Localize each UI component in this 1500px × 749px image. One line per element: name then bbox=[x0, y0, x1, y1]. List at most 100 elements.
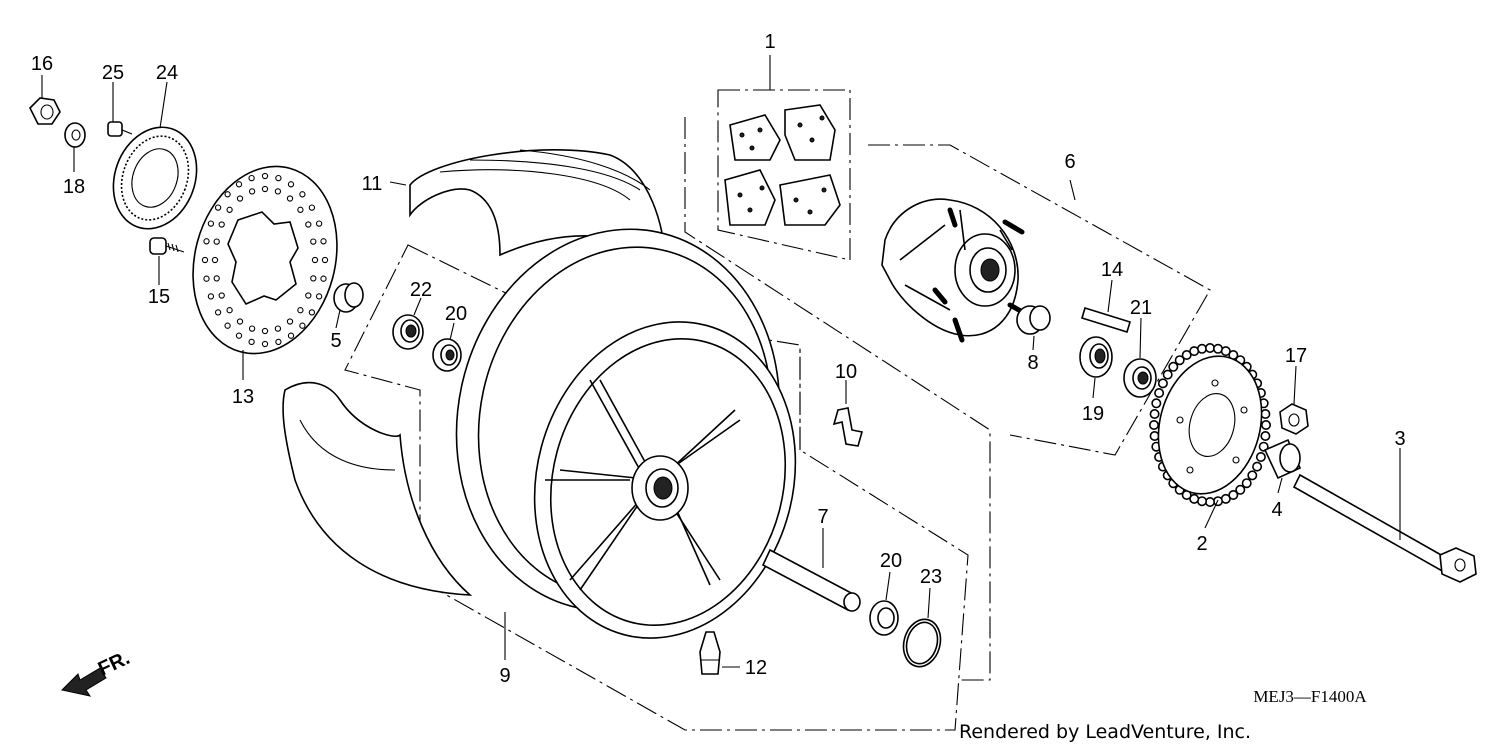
disc-hole bbox=[305, 292, 312, 299]
sprocket-tooth bbox=[1174, 355, 1185, 366]
sprocket-tooth bbox=[1205, 496, 1216, 507]
callout-1[interactable]: 1 bbox=[764, 31, 775, 53]
callout-21[interactable]: 21 bbox=[1130, 297, 1152, 319]
callout-7[interactable]: 7 bbox=[817, 506, 828, 528]
disc-hole bbox=[315, 293, 323, 300]
disc-hole bbox=[207, 220, 215, 227]
callout-2[interactable]: 2 bbox=[1196, 533, 1207, 555]
callout-12[interactable]: 12 bbox=[745, 657, 767, 679]
part-21-bearing[interactable] bbox=[1123, 358, 1157, 398]
part-16-nut[interactable] bbox=[29, 97, 61, 125]
sprocket-tooth bbox=[1241, 478, 1252, 489]
flange-stud bbox=[932, 287, 948, 305]
part-20-bearing-lower[interactable] bbox=[869, 600, 899, 636]
callout-15[interactable]: 15 bbox=[148, 286, 170, 308]
part-10-clip[interactable] bbox=[832, 407, 864, 447]
disc-hole bbox=[248, 174, 255, 182]
sprocket-tooth bbox=[1168, 361, 1179, 372]
callout-25[interactable]: 25 bbox=[102, 62, 124, 84]
part-13-brake-disc[interactable] bbox=[173, 150, 357, 370]
disc-hole bbox=[214, 309, 222, 316]
damper-texture-dot bbox=[807, 209, 813, 215]
disc-hole bbox=[275, 338, 282, 346]
callout-10[interactable]: 10 bbox=[835, 361, 857, 383]
damper-texture-dot bbox=[821, 187, 827, 193]
damper-texture-dot bbox=[749, 145, 755, 151]
callout-3[interactable]: 3 bbox=[1394, 428, 1405, 450]
sprocket-tooth bbox=[1205, 342, 1216, 353]
sprocket-tooth bbox=[1151, 398, 1162, 409]
disc-hole bbox=[310, 238, 317, 245]
callout-18[interactable]: 18 bbox=[63, 176, 85, 198]
flange-stud bbox=[947, 207, 958, 228]
part-15-bolt[interactable] bbox=[149, 237, 185, 255]
callout-5[interactable]: 5 bbox=[330, 330, 341, 352]
part-1-damper-rubbers[interactable] bbox=[724, 104, 841, 226]
part-23-o-ring[interactable] bbox=[898, 615, 945, 671]
callout-16[interactable]: 16 bbox=[31, 53, 53, 75]
part-7-axle-collar[interactable] bbox=[761, 548, 861, 612]
sprocket-tooth bbox=[1255, 451, 1266, 462]
part-18-washer[interactable] bbox=[64, 122, 86, 148]
damper-texture-dot bbox=[739, 132, 745, 138]
disc-hole bbox=[218, 221, 225, 228]
damper-texture-dot bbox=[809, 137, 815, 143]
callout-14[interactable]: 14 bbox=[1101, 259, 1123, 281]
part-4-collar[interactable] bbox=[1263, 438, 1302, 480]
part-20-bearing-upper[interactable] bbox=[432, 338, 462, 372]
disc-hole bbox=[235, 181, 243, 188]
callout-11[interactable]: 11 bbox=[362, 173, 383, 195]
callout-24[interactable]: 24 bbox=[156, 62, 178, 84]
callout-20-lower[interactable]: 20 bbox=[880, 550, 902, 572]
credit-text: Rendered by LeadVenture, Inc. bbox=[959, 721, 1251, 743]
disc-hole bbox=[274, 325, 282, 332]
part-14-stud[interactable] bbox=[1081, 306, 1131, 334]
sprocket-tooth bbox=[1197, 343, 1208, 354]
damper-texture-dot bbox=[747, 207, 753, 213]
disc-hole bbox=[321, 256, 329, 264]
part-22-bearing[interactable] bbox=[392, 314, 424, 350]
damper-texture-dot bbox=[819, 115, 825, 121]
disc-hole bbox=[236, 195, 244, 202]
callout-23[interactable]: 23 bbox=[920, 566, 942, 588]
callout-19[interactable]: 19 bbox=[1082, 403, 1104, 425]
part-11-tire-lower[interactable] bbox=[282, 381, 473, 596]
sprocket-tooth bbox=[1247, 470, 1258, 481]
callout-17[interactable]: 17 bbox=[1285, 345, 1307, 367]
part-25-bolt[interactable] bbox=[107, 121, 133, 137]
callout-4[interactable]: 4 bbox=[1271, 499, 1282, 521]
disc-hole bbox=[261, 340, 269, 348]
disc-hole bbox=[311, 256, 319, 264]
sprocket-tooth bbox=[1220, 346, 1231, 357]
part-12-valve[interactable] bbox=[699, 631, 721, 675]
assembly-lines bbox=[344, 89, 1211, 731]
disc-hole bbox=[248, 338, 255, 346]
part-17-nut[interactable] bbox=[1279, 403, 1309, 435]
disc-hole bbox=[261, 185, 269, 193]
part-2-driven-sprocket[interactable] bbox=[1144, 342, 1277, 507]
part-19-bearing[interactable] bbox=[1079, 336, 1113, 378]
callout-6[interactable]: 6 bbox=[1064, 151, 1075, 173]
part-5-collar[interactable] bbox=[333, 282, 364, 313]
sprocket-tooth bbox=[1181, 349, 1192, 360]
disc-hole bbox=[287, 332, 295, 339]
part-9-wheel-rim[interactable] bbox=[422, 199, 830, 668]
disc-hole bbox=[286, 318, 294, 325]
callout-20-upper[interactable]: 20 bbox=[445, 303, 467, 325]
part-6-driven-flange[interactable] bbox=[881, 198, 1031, 343]
callout-8[interactable]: 8 bbox=[1027, 352, 1038, 374]
disc-hole bbox=[213, 238, 220, 245]
disc-hole bbox=[308, 309, 316, 316]
part-8-collar[interactable] bbox=[1016, 305, 1051, 335]
callout-9[interactable]: 9 bbox=[499, 665, 510, 687]
sprocket-tooth bbox=[1260, 430, 1271, 441]
disc-hole bbox=[203, 275, 210, 282]
part-24-pulser-ring[interactable] bbox=[100, 115, 211, 240]
part-3-axle[interactable] bbox=[1292, 473, 1477, 583]
callout-22[interactable]: 22 bbox=[410, 279, 432, 301]
disc-hole bbox=[315, 220, 323, 227]
sprocket-tooth bbox=[1157, 378, 1168, 389]
callout-13[interactable]: 13 bbox=[232, 386, 254, 408]
sprocket-tooth bbox=[1228, 489, 1239, 500]
